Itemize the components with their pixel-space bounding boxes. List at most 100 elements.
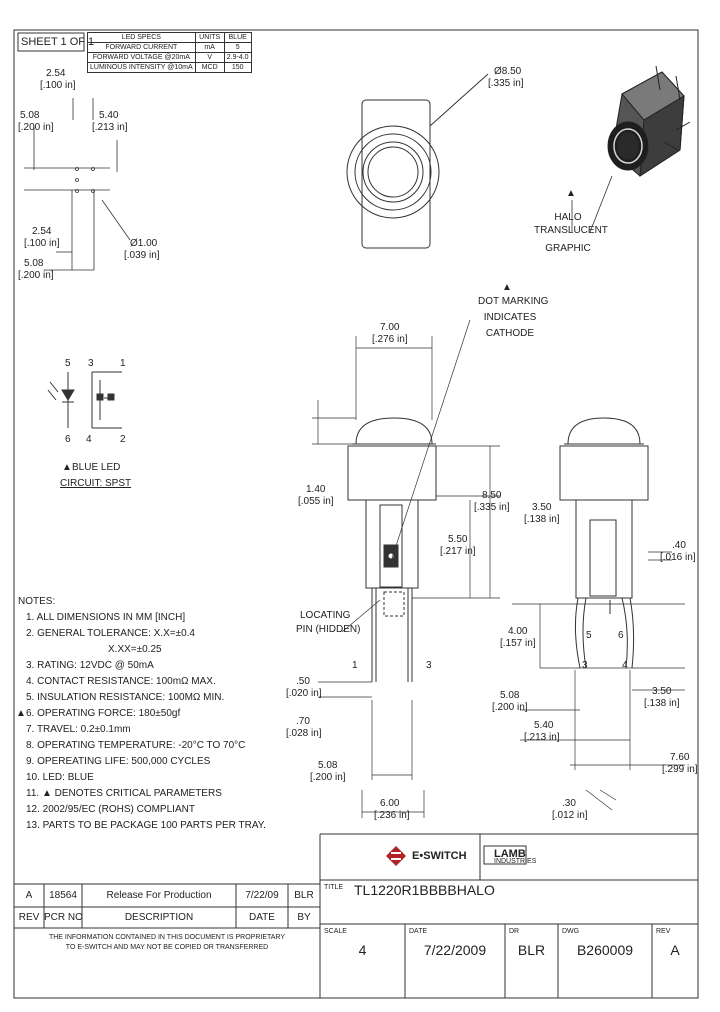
- note-item: 7. TRAVEL: 0.2±0.1mm: [26, 724, 131, 735]
- dim-text: [.335 in]: [488, 78, 524, 89]
- dim-text: [.236 in]: [374, 810, 410, 821]
- scale-label: SCALE: [324, 928, 347, 935]
- dim-text: Ø8.50: [494, 66, 522, 77]
- disclaimer-text: THE INFORMATION CONTAINED IN THIS DOCUME…: [48, 934, 286, 941]
- critical-marker-icon: ▲: [566, 188, 576, 199]
- dim-text: .30: [562, 798, 576, 809]
- dwg-value: B260009: [576, 942, 634, 958]
- led-table-cell: mA: [194, 42, 225, 53]
- pin-number: 1: [120, 358, 126, 369]
- led-table-header: UNITS: [194, 32, 225, 43]
- pin-number: 6: [618, 630, 624, 641]
- revision-header: DATE: [249, 912, 275, 923]
- dim-text: [.299 in]: [662, 764, 698, 775]
- led-table-header: LED SPECS: [87, 32, 196, 43]
- halo-label: GRAPHIC: [545, 243, 591, 254]
- pin-number: 3: [582, 660, 588, 671]
- note-item: 9. OPEREATING LIFE: 500,000 CYCLES: [26, 756, 211, 767]
- revision-header: BY: [297, 912, 311, 923]
- note-item: 11. ▲ DENOTES CRITICAL PARAMETERS: [26, 788, 222, 799]
- locating-pin-label: LOCATING: [300, 610, 351, 621]
- drawing-title: TL1220R1BBBBHALO: [354, 882, 495, 898]
- dim-text: 5.08: [318, 760, 338, 771]
- date-value: 7/22/2009: [423, 942, 487, 958]
- dot-marking-label: INDICATES: [483, 312, 537, 323]
- led-table-cell: FORWARD VOLTAGE @20mA: [87, 52, 196, 63]
- dim-text: 7.60: [670, 752, 690, 763]
- dim-text: 8.50: [482, 490, 502, 501]
- led-table-cell: V: [194, 52, 225, 63]
- dim-text: [.213 in]: [524, 732, 560, 743]
- dim-text: [.055 in]: [298, 496, 334, 507]
- scale-value: 4: [358, 942, 367, 958]
- dim-text: [.100 in]: [40, 80, 76, 91]
- dim-text: .50: [296, 676, 310, 687]
- dim-text: [.200 in]: [492, 702, 528, 713]
- dot-marking-label: CATHODE: [485, 328, 535, 339]
- dim-text: 5.08: [24, 258, 44, 269]
- pin-number: 4: [86, 434, 92, 445]
- dim-text: .40: [672, 540, 686, 551]
- note-item: 5. INSULATION RESISTANCE: 100MΩ MIN.: [26, 692, 225, 703]
- note-item: 2. GENERAL TOLERANCE: X.X=±0.4: [26, 628, 195, 639]
- rev-label: REV: [656, 928, 671, 935]
- led-table-cell: 150: [223, 62, 252, 73]
- halo-label: TRANSLUCENT: [534, 225, 608, 236]
- dim-text: 5.40: [99, 110, 119, 121]
- dim-text: [.138 in]: [524, 514, 560, 525]
- led-specs-table: LED SPECS UNITS BLUE FORWARD CURRENT mA …: [87, 32, 252, 73]
- dim-text: .70: [296, 716, 310, 727]
- dim-text: [.138 in]: [644, 698, 680, 709]
- dim-text: 2.54: [32, 226, 52, 237]
- pin-number: 4: [622, 660, 628, 671]
- dim-text: [.016 in]: [660, 552, 696, 563]
- critical-marker-icon: ▲: [62, 462, 72, 473]
- led-table-cell: MCD: [194, 62, 225, 73]
- dim-text: [.020 in]: [286, 688, 322, 699]
- dim-text: [.276 in]: [372, 334, 408, 345]
- halo-label: HALO: [554, 212, 582, 223]
- date-label: DATE: [409, 928, 428, 935]
- note-item: 8. OPERATING TEMPERATURE: -20°C TO 70°C: [26, 740, 246, 751]
- lamb-brand: LAMB: [494, 848, 526, 860]
- dim-text: [.213 in]: [92, 122, 128, 133]
- dim-text: 5.08: [20, 110, 40, 121]
- revision-cell: 18564: [49, 890, 77, 901]
- dim-text: 3.50: [532, 502, 552, 513]
- disclaimer-text: TO E-SWITCH AND MAY NOT BE COPIED OR TRA…: [65, 944, 269, 951]
- locating-pin-label: PIN (HIDDEN): [296, 624, 361, 635]
- revision-cell: Release For Production: [106, 890, 212, 901]
- dim-text: 6.00: [380, 798, 400, 809]
- note-item: 12. 2002/95/EC (ROHS) COMPLIANT: [26, 804, 195, 815]
- note-item: 4. CONTACT RESISTANCE: 100mΩ MAX.: [26, 676, 216, 687]
- led-table-cell: 2.9-4.0: [223, 52, 252, 63]
- pin-number: 2: [120, 434, 126, 445]
- revision-cell: 7/22/09: [245, 890, 279, 901]
- blue-led-label: BLUE LED: [72, 462, 121, 473]
- pin-number: 1: [352, 660, 358, 671]
- revision-cell: BLR: [294, 890, 314, 901]
- dim-text: 7.00: [380, 322, 400, 333]
- dim-text: 2.54: [46, 68, 66, 79]
- dim-text: [.335 in]: [474, 502, 510, 513]
- dim-text: 5.08: [500, 690, 520, 701]
- dr-value: BLR: [517, 942, 546, 958]
- eswitch-logo-mark: [386, 846, 406, 866]
- pin-number: 6: [65, 434, 71, 445]
- dim-text: Ø1.00: [130, 238, 158, 249]
- sheet-label: SHEET 1 OF 1: [21, 36, 95, 48]
- dim-text: [.157 in]: [500, 638, 536, 649]
- dim-text: 5.40: [534, 720, 554, 731]
- dim-text: [.012 in]: [552, 810, 588, 821]
- revision-cell: A: [25, 890, 33, 901]
- dim-text: 4.00: [508, 626, 528, 637]
- dim-text: [.200 in]: [18, 122, 54, 133]
- led-table-header: BLUE: [223, 32, 252, 43]
- circuit-label: CIRCUIT: SPST: [60, 478, 132, 489]
- rev-value: A: [670, 942, 680, 958]
- note-item: 1. ALL DIMENSIONS IN MM [INCH]: [26, 612, 186, 623]
- note-item: 13. PARTS TO BE PACKAGE 100 PARTS PER TR…: [26, 820, 266, 831]
- pin-number: 5: [586, 630, 592, 641]
- dwg-label: DWG: [562, 928, 580, 935]
- revision-header: PCR NO: [44, 912, 83, 923]
